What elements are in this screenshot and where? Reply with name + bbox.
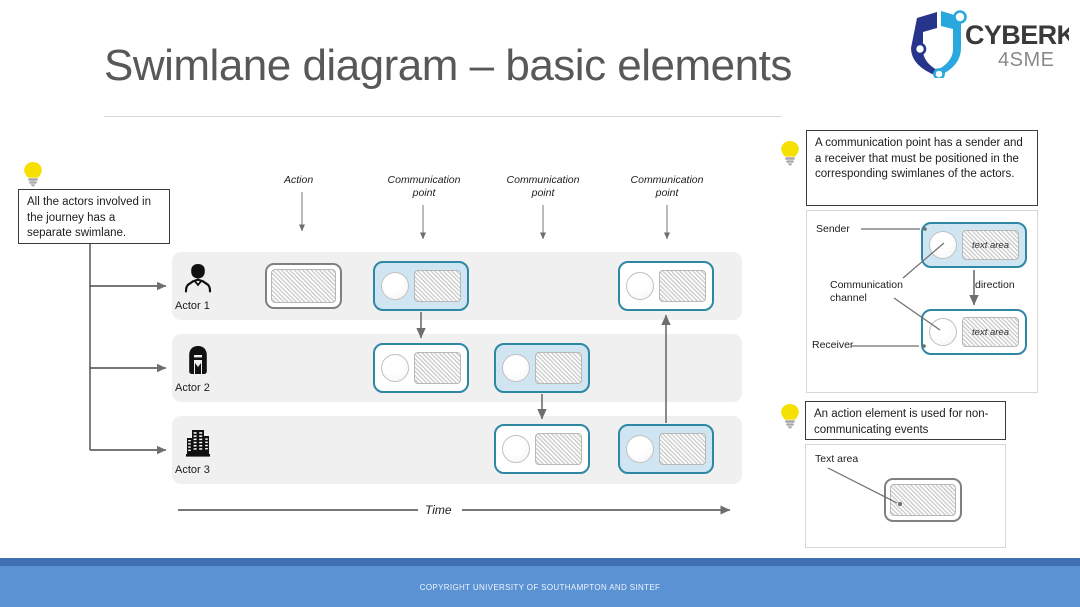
illustration-text-area-sender: text area — [962, 230, 1019, 260]
comm-channel-dot — [626, 272, 654, 300]
svg-text:4SME: 4SME — [998, 49, 1054, 71]
lightbulb-icon — [779, 403, 801, 429]
action-text-area-label: Text area — [815, 453, 859, 465]
lightbulb-icon — [779, 140, 801, 166]
comm-point-sender-3[interactable] — [618, 424, 714, 474]
column-header-comm-1: Communication point — [387, 174, 461, 199]
person-long-hair-icon — [183, 344, 213, 378]
actor-label-2: Actor 2 — [175, 382, 210, 394]
direction-label: direction — [975, 279, 1015, 291]
comm-text-area — [414, 352, 461, 384]
actor-label-3: Actor 3 — [175, 464, 210, 476]
action-element[interactable] — [265, 263, 342, 309]
communication-channel-label: Communication channel — [830, 279, 903, 304]
comm-point-receiver-2[interactable] — [494, 424, 590, 474]
column-header-action: Action — [284, 174, 314, 186]
lightbulb-icon — [22, 161, 44, 187]
action-text-area — [271, 269, 336, 303]
footer-bar-dark — [0, 558, 1080, 566]
action-element-callout: An action element is used for non-commun… — [805, 401, 1006, 440]
cyberkit-logo: CYBERKIT 4SME — [903, 8, 1069, 78]
timeline-label: Time — [425, 503, 452, 517]
comm-point-receiver-1[interactable] — [373, 343, 469, 393]
title-divider — [104, 116, 782, 117]
comm-text-area — [414, 270, 461, 302]
person-icon — [183, 262, 213, 296]
comm-point-callout: A communication point has a sender and a… — [806, 130, 1038, 206]
comm-point-receiver-3[interactable] — [618, 261, 714, 311]
comm-channel-dot — [502, 435, 530, 463]
comm-channel-dot — [626, 435, 654, 463]
comm-channel-dot — [381, 272, 409, 300]
actors-callout: All the actors involved in the journey h… — [18, 189, 170, 244]
page-title: Swimlane diagram – basic elements — [104, 41, 792, 90]
building-icon — [183, 426, 213, 460]
comm-channel-dot — [929, 318, 957, 346]
comm-channel-dot — [502, 354, 530, 382]
callout-branch-lines — [89, 244, 167, 455]
actor-label-1: Actor 1 — [175, 300, 210, 312]
comm-channel-dot — [381, 354, 409, 382]
column-header-comm-2: Communication point — [506, 174, 580, 199]
comm-point-sender-2[interactable] — [494, 343, 590, 393]
comm-text-area — [659, 433, 706, 465]
comm-text-area — [659, 270, 706, 302]
illustration-comm-point-sender: text area — [921, 222, 1027, 268]
illustration-comm-point-receiver: text area — [921, 309, 1027, 355]
logo-name-top: CYBERKIT — [965, 20, 1069, 50]
receiver-label: Receiver — [812, 339, 854, 351]
comm-text-area — [535, 433, 582, 465]
illustration-action-element — [884, 478, 962, 522]
column-arrows — [298, 192, 671, 240]
comm-point-sender-1[interactable] — [373, 261, 469, 311]
column-header-comm-3: Communication point — [630, 174, 704, 199]
footer-bar-light — [0, 566, 1080, 607]
comm-channel-dot — [929, 231, 957, 259]
illustration-text-area-receiver: text area — [962, 317, 1019, 347]
comm-text-area — [535, 352, 582, 384]
illustration-action-text-area — [890, 484, 956, 516]
sender-label: Sender — [816, 223, 850, 235]
footer-copyright: COPYRIGHT UNIVERSITY OF SOUTHAMPTON AND … — [419, 583, 661, 592]
